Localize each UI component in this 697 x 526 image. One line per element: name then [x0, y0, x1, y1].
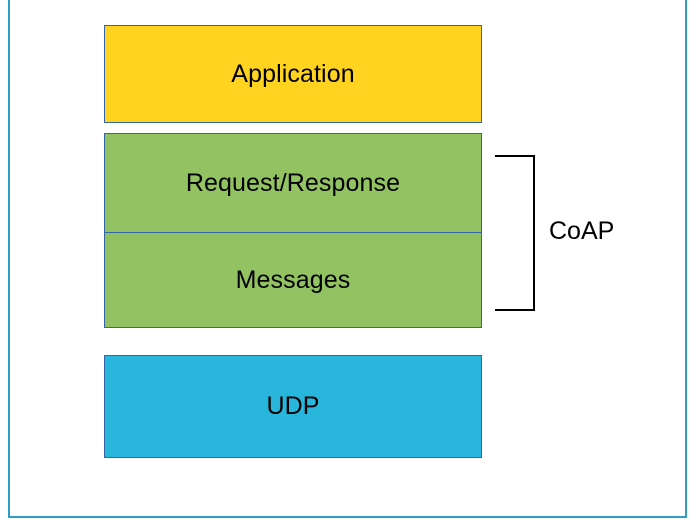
layer-box-application: Application: [104, 25, 482, 123]
layer-box-messages: Messages: [104, 232, 482, 328]
layer-box-request-response: Request/Response: [104, 133, 482, 233]
layer-box-udp: UDP: [104, 355, 482, 458]
page-frame-bottom-rule: [8, 516, 687, 518]
layer-label-application: Application: [231, 59, 355, 88]
layer-label-messages: Messages: [235, 265, 351, 294]
layer-label-request-response: Request/Response: [185, 168, 401, 197]
page-frame-right-rule: [685, 0, 687, 518]
layer-label-udp: UDP: [266, 392, 320, 420]
coap-annotation-label: CoAP: [549, 217, 615, 245]
coap-grouping-bracket-icon: [495, 155, 535, 311]
page-frame-left-rule: [8, 0, 10, 518]
